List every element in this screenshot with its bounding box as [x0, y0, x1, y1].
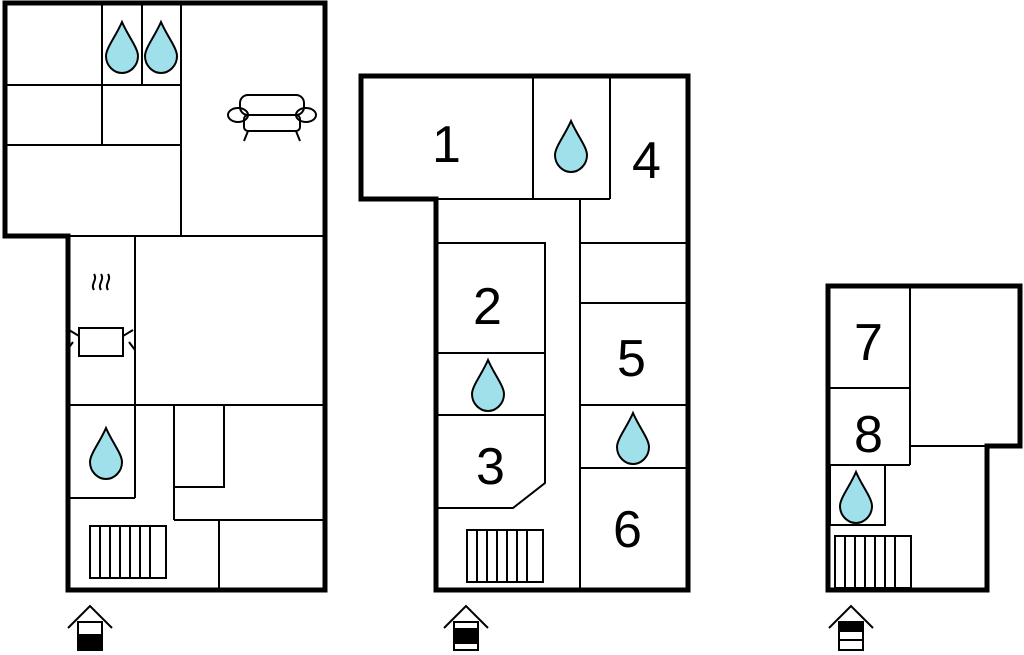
water-drop-icon: [616, 412, 650, 465]
sofa-icon: [227, 94, 317, 142]
entrance-icon: [67, 604, 113, 651]
entrance-icon: [828, 604, 874, 651]
stairs-icon: [89, 525, 167, 579]
water-drop-icon: [554, 120, 588, 173]
room-number: 4: [632, 132, 661, 190]
entrance-icon: [443, 604, 489, 651]
floor-left: [2, 0, 328, 651]
room-number: 1: [432, 116, 461, 174]
room-number: 6: [613, 501, 642, 559]
room-number: 7: [854, 314, 883, 372]
water-drop-icon: [144, 21, 178, 74]
water-drop-icon: [839, 471, 873, 524]
cooking-pot-icon: [66, 273, 136, 357]
stairs-icon: [466, 529, 544, 583]
water-drop-icon: [89, 427, 123, 480]
water-drop-icon: [471, 359, 505, 412]
floor-right: 7 8: [825, 283, 1023, 651]
stairs-icon: [834, 535, 912, 589]
room-number: 3: [476, 438, 505, 496]
room-number: 2: [473, 278, 502, 336]
room-number: 5: [617, 330, 646, 388]
water-drop-icon: [105, 21, 139, 74]
room-number: 8: [854, 406, 883, 464]
floor-middle: 1 4 2 5 3 6: [358, 73, 691, 651]
